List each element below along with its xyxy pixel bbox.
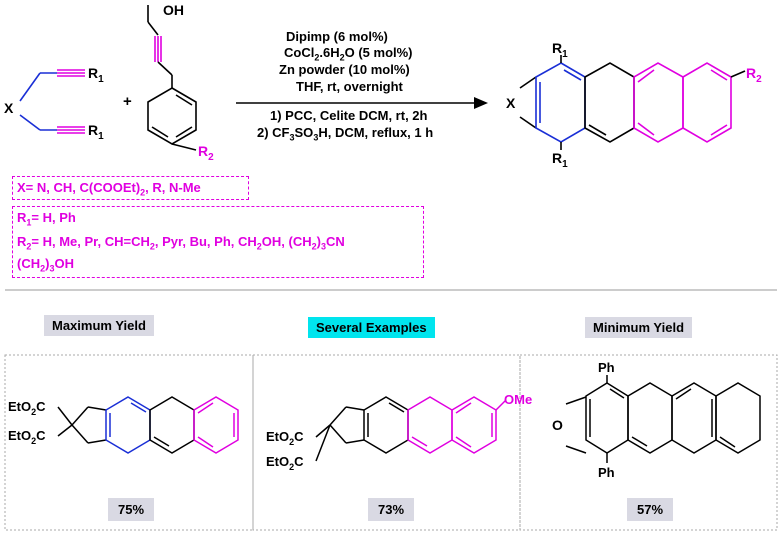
r2-definition-text: R2= H, Me, Pr, CH=CH2, Pyr, Bu, Ph, CH2O…: [17, 234, 345, 252]
ester-label-1a: EtO2C: [8, 399, 46, 417]
yield-several: 73%: [368, 498, 415, 521]
panel-several: [252, 354, 521, 531]
ome-label: OMe: [504, 392, 532, 407]
x-definition-text: X= N, CH, C(COOEt)2, R, N-Me: [17, 180, 201, 198]
r1-label-top: R1: [88, 65, 104, 85]
r1-label-product-bottom: R1: [552, 150, 568, 170]
panel-max: [4, 354, 254, 531]
tag-minimum-yield: Minimum Yield: [585, 317, 693, 338]
r2-label-reactant: R2: [198, 143, 214, 163]
plus-sign: +: [123, 93, 132, 110]
example-min-structure: [565, 375, 761, 463]
condition-line-5: 1) PCC, Celite DCM, rt, 2h: [270, 108, 428, 123]
oh-label: OH: [163, 2, 184, 18]
tag-maximum-yield: Maximum Yield: [44, 315, 154, 336]
r2-definition-text-cont: (CH2)3OH: [17, 256, 74, 274]
ester-label-2a: EtO2C: [266, 429, 304, 447]
condition-line-1: Dipimp (6 mol%): [286, 29, 388, 44]
yield-min: 57%: [627, 498, 674, 521]
r-definition-box: [12, 206, 424, 278]
x-label-reactant: X: [4, 100, 14, 116]
reaction-arrow: [236, 97, 488, 109]
x-definition-box: [12, 176, 249, 200]
ester-label-2b: EtO2C: [266, 454, 304, 472]
ph-label-bottom: Ph: [598, 465, 615, 480]
panel-min: [519, 354, 778, 531]
diyne-reactant: [19, 69, 85, 134]
product-structure: [519, 55, 746, 150]
example-max-structure: [71, 396, 239, 454]
r1-label-bottom: R1: [88, 122, 104, 142]
x-label-product: X: [506, 95, 516, 111]
r1-definition-text: R1= H, Ph: [17, 210, 76, 228]
tag-several-examples: Several Examples: [308, 317, 435, 338]
yield-max: 75%: [108, 498, 155, 521]
condition-line-2: CoCl2.6H2O (5 mol%): [284, 45, 413, 63]
condition-line-3: Zn powder (10 mol%): [279, 62, 410, 77]
ph-label-top: Ph: [598, 360, 615, 375]
example-several-structure: [329, 396, 507, 454]
alkynol-reactant: [147, 5, 197, 151]
r1-label-product-top: R1: [552, 40, 568, 60]
ester-label-1b: EtO2C: [8, 428, 46, 446]
r2-label-product: R2: [746, 65, 762, 85]
oxygen-label: O: [552, 417, 563, 433]
condition-line-4: THF, rt, overnight: [296, 79, 403, 94]
condition-line-6: 2) CF3SO3H, DCM, reflux, 1 h: [257, 125, 434, 143]
